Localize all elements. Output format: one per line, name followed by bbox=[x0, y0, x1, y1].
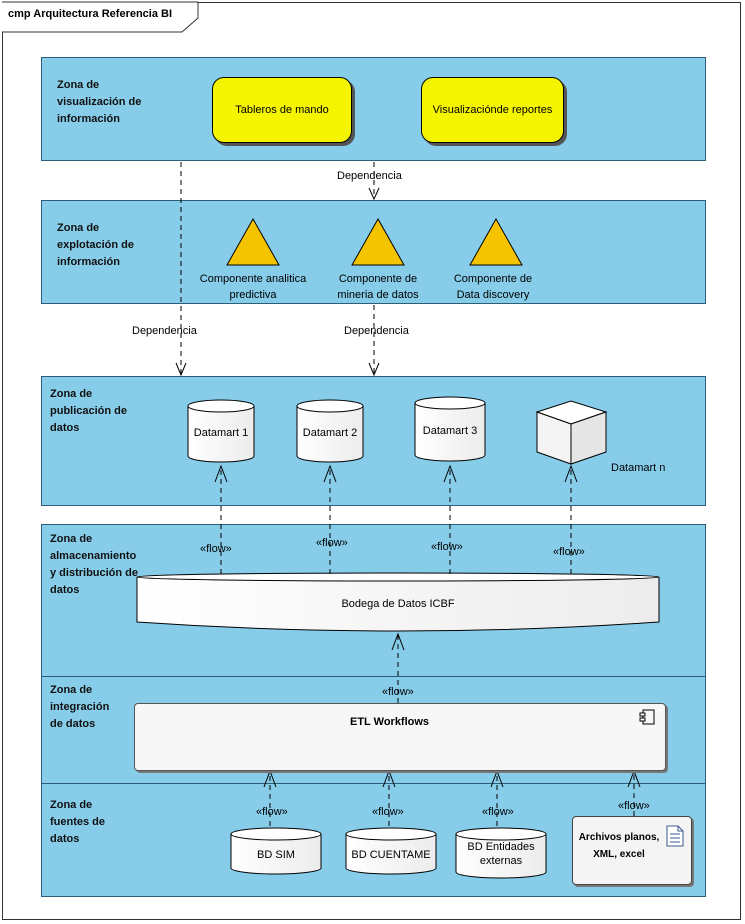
flow-arrows-publicacion bbox=[214, 464, 578, 574]
flow-arrows-fuentes bbox=[263, 769, 641, 826]
datamart-n-cube-icon[interactable] bbox=[535, 400, 608, 465]
datamart-3-cylinder[interactable] bbox=[414, 396, 486, 462]
bd-entidades-cylinder[interactable] bbox=[455, 827, 547, 879]
warning-triangle-icon bbox=[351, 217, 405, 266]
warehouse-cylinder[interactable] bbox=[136, 572, 660, 632]
component-tableros-de-mando[interactable]: Tableros de mando bbox=[212, 77, 352, 143]
bd-entidades-label: BD Entidades externas bbox=[467, 841, 535, 867]
component-mineria-label: Componente de mineria de datos bbox=[337, 273, 419, 301]
dependency-label: Dependencia bbox=[337, 170, 402, 182]
flow-label: «flow» bbox=[372, 806, 404, 818]
dependency-arrows bbox=[175, 162, 380, 377]
flow-label: «flow» bbox=[316, 537, 348, 549]
datamart-1-cylinder[interactable] bbox=[187, 399, 255, 463]
datamart-2-cylinder[interactable] bbox=[296, 399, 364, 463]
zone-label-fuentes: Zona de fuentes de datos bbox=[50, 799, 106, 845]
bd-sim-label: BD SIM bbox=[257, 849, 295, 861]
flow-label: «flow» bbox=[382, 686, 414, 698]
warehouse-label: Bodega de Datos ICBF bbox=[341, 598, 455, 610]
etl-workflows-component[interactable] bbox=[134, 703, 666, 771]
bd-cuentame-cylinder[interactable] bbox=[345, 827, 437, 875]
zone-label-publicacion: Zona de publicación de datos bbox=[50, 388, 128, 434]
bd-sim-cylinder[interactable] bbox=[230, 827, 322, 875]
datamart-2-label: Datamart 2 bbox=[302, 427, 358, 439]
zone-visualizacion bbox=[41, 57, 706, 161]
flow-arrow-etl-to-warehouse bbox=[391, 632, 405, 703]
dependency-label: Dependencia bbox=[132, 325, 197, 337]
component-analitica-label: Componente analitica predictiva bbox=[199, 273, 307, 301]
warning-triangle-icon bbox=[226, 217, 280, 266]
bd-cuentame-label: BD CUENTAME bbox=[351, 849, 431, 861]
flow-label: «flow» bbox=[553, 546, 585, 558]
flow-label: «flow» bbox=[482, 806, 514, 818]
zone-label-visualizacion: Zona de visualización de información bbox=[57, 79, 142, 125]
flow-label: «flow» bbox=[256, 806, 288, 818]
flow-label: «flow» bbox=[431, 541, 463, 553]
datamart-n-label: Datamart n bbox=[611, 462, 666, 474]
zone-label-almacenamiento: Zona de almacenamiento y distribución de… bbox=[50, 533, 139, 596]
archivos-planos-label: Archivos planos, XML, excel bbox=[578, 832, 660, 860]
flow-label: «flow» bbox=[200, 543, 232, 555]
zone-label-explotacion: Zona de explotación de información bbox=[57, 222, 135, 268]
datamart-3-label: Datamart 3 bbox=[422, 425, 478, 437]
zone-label-integracion: Zona de integración de datos bbox=[50, 684, 110, 730]
component-visualizacion-reportes[interactable]: Visualizaciónde reportes bbox=[421, 77, 564, 143]
etl-workflows-label: ETL Workflows bbox=[350, 716, 430, 728]
datamart-1-label: Datamart 1 bbox=[193, 427, 249, 439]
warning-triangle-icon bbox=[469, 217, 523, 266]
component-discovery-label: Componente de Data discovery bbox=[453, 273, 533, 301]
frame-title: cmp Arquitectura Referencia BI bbox=[8, 8, 173, 20]
dependency-label: Dependencia bbox=[344, 325, 409, 337]
flow-label: «flow» bbox=[618, 800, 650, 812]
